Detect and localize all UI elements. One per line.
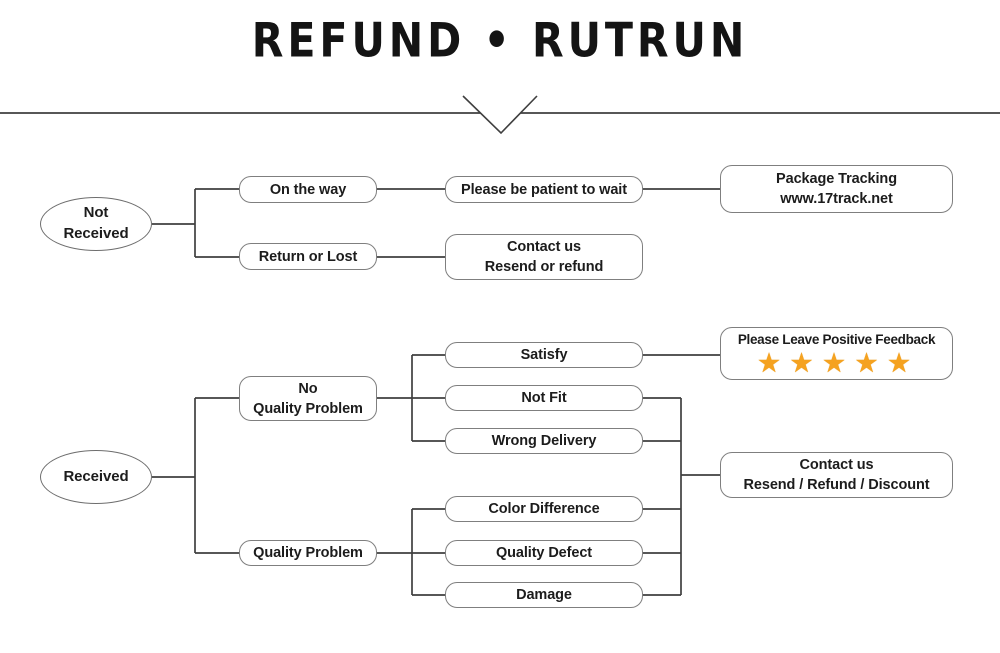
- node-package-tracking: Package Tracking www.17track.net: [720, 165, 953, 213]
- node-no-quality-problem: No Quality Problem: [239, 376, 377, 421]
- node-quality-defect-label: Quality Defect: [495, 545, 593, 561]
- node-be-patient-label: Please be patient to wait: [461, 181, 627, 198]
- node-package-tracking-url: www.17track.net: [780, 191, 893, 207]
- node-damage-label: Damage: [516, 587, 572, 603]
- node-not-fit-label: Not Fit: [521, 390, 567, 406]
- node-satisfy-label: Satisfy: [520, 347, 568, 363]
- node-no-quality-problem-line2: Quality Problem: [253, 400, 363, 417]
- node-not-received-label-line2: Received: [63, 225, 129, 242]
- node-contact-bottom-line1: Contact us: [799, 457, 874, 473]
- node-not-fit: Not Fit: [445, 385, 643, 411]
- node-not-received: Not Received: [40, 197, 152, 251]
- node-not-received-label-line1: Not: [83, 204, 109, 222]
- top-section-connectors: [152, 188, 720, 258]
- node-be-patient: Please be patient to wait: [445, 176, 643, 203]
- node-wrong-delivery-label: Wrong Delivery: [491, 433, 597, 449]
- node-color-difference: Color Difference: [445, 496, 643, 522]
- node-quality-defect: Quality Defect: [445, 540, 643, 566]
- node-received: Received: [40, 450, 152, 504]
- node-package-tracking-label-line1: Package Tracking: [776, 171, 897, 187]
- node-on-the-way: On the way: [239, 176, 377, 203]
- node-positive-feedback: Please Leave Positive Feedback ★★★★★: [720, 327, 953, 380]
- page-title: REFUND • RUTRUN: [251, 13, 749, 68]
- node-positive-feedback-label: Please Leave Positive Feedback: [737, 332, 936, 348]
- node-wrong-delivery: Wrong Delivery: [445, 428, 643, 454]
- node-return-or-lost: Return or Lost: [239, 243, 377, 270]
- node-return-or-lost-label: Return or Lost: [258, 248, 358, 265]
- node-no-quality-problem-line1: No: [298, 380, 318, 397]
- bottom-section-connectors: [152, 354, 720, 596]
- node-received-label: Received: [63, 467, 129, 485]
- node-color-difference-label: Color Difference: [488, 501, 600, 517]
- node-contact-us-resend-refund-discount: Contact us Resend / Refund / Discount: [720, 452, 953, 498]
- down-arrow-icon: [462, 95, 538, 135]
- node-quality-problem-label: Quality Problem: [253, 545, 363, 561]
- node-contact-us-resend-refund-line2: Resend or refund: [484, 259, 604, 275]
- node-quality-problem: Quality Problem: [239, 540, 377, 566]
- node-contact-us-resend-refund: Contact us Resend or refund: [445, 234, 643, 280]
- node-satisfy: Satisfy: [445, 342, 643, 368]
- node-contact-bottom-line2: Resend / Refund / Discount: [743, 477, 930, 493]
- node-damage: Damage: [445, 582, 643, 608]
- node-on-the-way-label: On the way: [269, 181, 347, 198]
- node-contact-us-resend-refund-line1: Contact us: [507, 239, 581, 255]
- five-star-rating-icon: ★★★★★: [758, 349, 921, 377]
- down-arrow-mask: [463, 96, 537, 133]
